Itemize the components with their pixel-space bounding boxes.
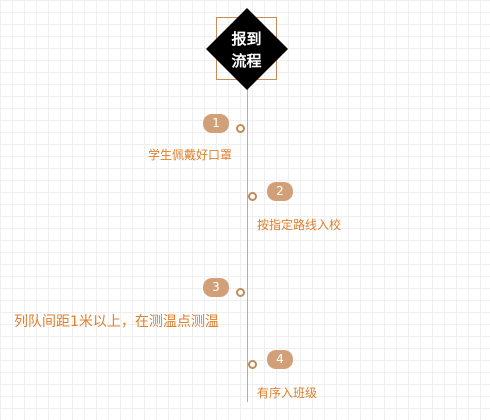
step-3-node bbox=[236, 288, 245, 297]
step-1-badge: 1 bbox=[203, 114, 229, 133]
step-3-badge: 3 bbox=[203, 278, 229, 297]
step-2-text: 按指定路线入校 bbox=[257, 218, 342, 232]
step-4-badge: 4 bbox=[267, 350, 293, 369]
flow-title-line1: 报到 bbox=[231, 30, 262, 48]
flow-title-line2: 流程 bbox=[231, 52, 262, 70]
step-4-text: 有序入班级 bbox=[257, 386, 318, 400]
flow-title: 报到 流程 bbox=[216, 28, 277, 72]
step-2-badge: 2 bbox=[267, 182, 293, 201]
timeline-line bbox=[247, 86, 248, 402]
step-1-text: 学生佩戴好口罩 bbox=[148, 148, 233, 162]
step-1-node bbox=[236, 124, 245, 133]
step-3-text: 列队间距1米以上，在测温点测温 bbox=[14, 314, 219, 330]
step-4-node bbox=[248, 360, 257, 369]
step-2-node bbox=[248, 192, 257, 201]
